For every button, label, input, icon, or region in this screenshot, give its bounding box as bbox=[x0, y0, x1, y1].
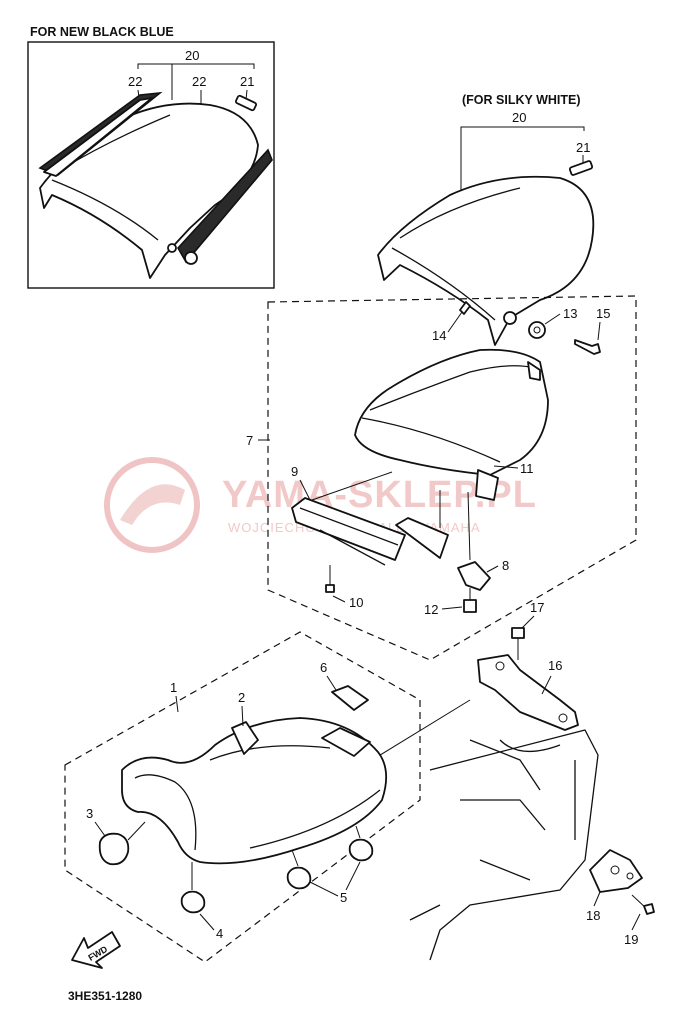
grommet-13 bbox=[528, 321, 546, 339]
reference-code: 3HE351-1280 bbox=[68, 989, 142, 1003]
callout-22-right: 22 bbox=[192, 74, 206, 89]
fwd-arrow: FWD bbox=[71, 931, 121, 969]
callout-15: 15 bbox=[596, 306, 610, 321]
bracket-20-inset bbox=[137, 63, 255, 69]
decal-22-right bbox=[177, 148, 273, 264]
callout-22-left: 22 bbox=[128, 74, 142, 89]
callout-21-inset: 21 bbox=[240, 74, 254, 89]
pin-14 bbox=[459, 301, 471, 315]
tab-2 bbox=[231, 721, 259, 755]
callout-18: 18 bbox=[586, 908, 600, 923]
callout-16: 16 bbox=[548, 658, 562, 673]
main-seat-assembly: 1 2 6 3 4 5 bbox=[64, 631, 471, 963]
callout-13: 13 bbox=[563, 306, 577, 321]
bolt-17 bbox=[511, 627, 525, 639]
callout-9: 9 bbox=[291, 464, 298, 479]
callout-20-inset: 20 bbox=[185, 48, 199, 63]
seat-cowl-inset bbox=[39, 102, 259, 279]
rear-frame bbox=[409, 729, 599, 961]
damper-3 bbox=[98, 832, 130, 866]
bolt-12 bbox=[463, 599, 477, 613]
callout-2: 2 bbox=[238, 690, 245, 705]
silky-white-group: (FOR SILKY WHITE) 20 21 bbox=[377, 93, 595, 346]
bracket-20-main bbox=[460, 126, 585, 131]
callout-14: 14 bbox=[432, 328, 446, 343]
black-blue-inset: FOR NEW BLACK BLUE 20 22 22 21 bbox=[27, 25, 275, 289]
group-1-outline bbox=[64, 631, 421, 963]
rubber-6 bbox=[331, 685, 369, 711]
screw-19 bbox=[643, 903, 655, 915]
damper-5b bbox=[348, 838, 374, 862]
bracket-8 bbox=[457, 561, 491, 591]
bolt-10 bbox=[325, 584, 335, 593]
latch-18 bbox=[589, 849, 643, 893]
callout-7: 7 bbox=[246, 433, 253, 448]
damper-4 bbox=[180, 890, 206, 914]
main-seat bbox=[121, 717, 388, 865]
black-blue-title: FOR NEW BLACK BLUE bbox=[30, 25, 174, 39]
callout-8: 8 bbox=[502, 558, 509, 573]
callout-17: 17 bbox=[530, 600, 544, 615]
frame-section: 16 17 18 19 bbox=[409, 600, 655, 961]
callout-6: 6 bbox=[320, 660, 327, 675]
latch-plate bbox=[395, 517, 449, 559]
clip-21-inset bbox=[235, 94, 257, 112]
bracket-16 bbox=[477, 654, 579, 731]
callout-12: 12 bbox=[424, 602, 438, 617]
seat-cowl-silky-white bbox=[377, 175, 595, 346]
callout-4: 4 bbox=[216, 926, 223, 941]
watermark-logo bbox=[104, 457, 200, 553]
silky-white-title: (FOR SILKY WHITE) bbox=[462, 93, 581, 107]
callout-3: 3 bbox=[86, 806, 93, 821]
callout-10: 10 bbox=[349, 595, 363, 610]
callout-20-main: 20 bbox=[512, 110, 526, 125]
callout-5: 5 bbox=[340, 890, 347, 905]
bracket-9 bbox=[291, 497, 406, 561]
black-blue-frame bbox=[27, 41, 275, 289]
callout-11: 11 bbox=[520, 461, 534, 476]
callout-1: 1 bbox=[170, 680, 177, 695]
tail-seat-11 bbox=[354, 348, 549, 476]
screw-15 bbox=[574, 339, 601, 355]
damper-5a bbox=[286, 866, 312, 890]
tail-seat-assembly: 7 14 13 15 11 9 bbox=[246, 295, 637, 661]
group-7-outline bbox=[267, 295, 637, 661]
clip-21-main bbox=[568, 160, 594, 176]
callout-21-main: 21 bbox=[576, 140, 590, 155]
callout-19: 19 bbox=[624, 932, 638, 947]
